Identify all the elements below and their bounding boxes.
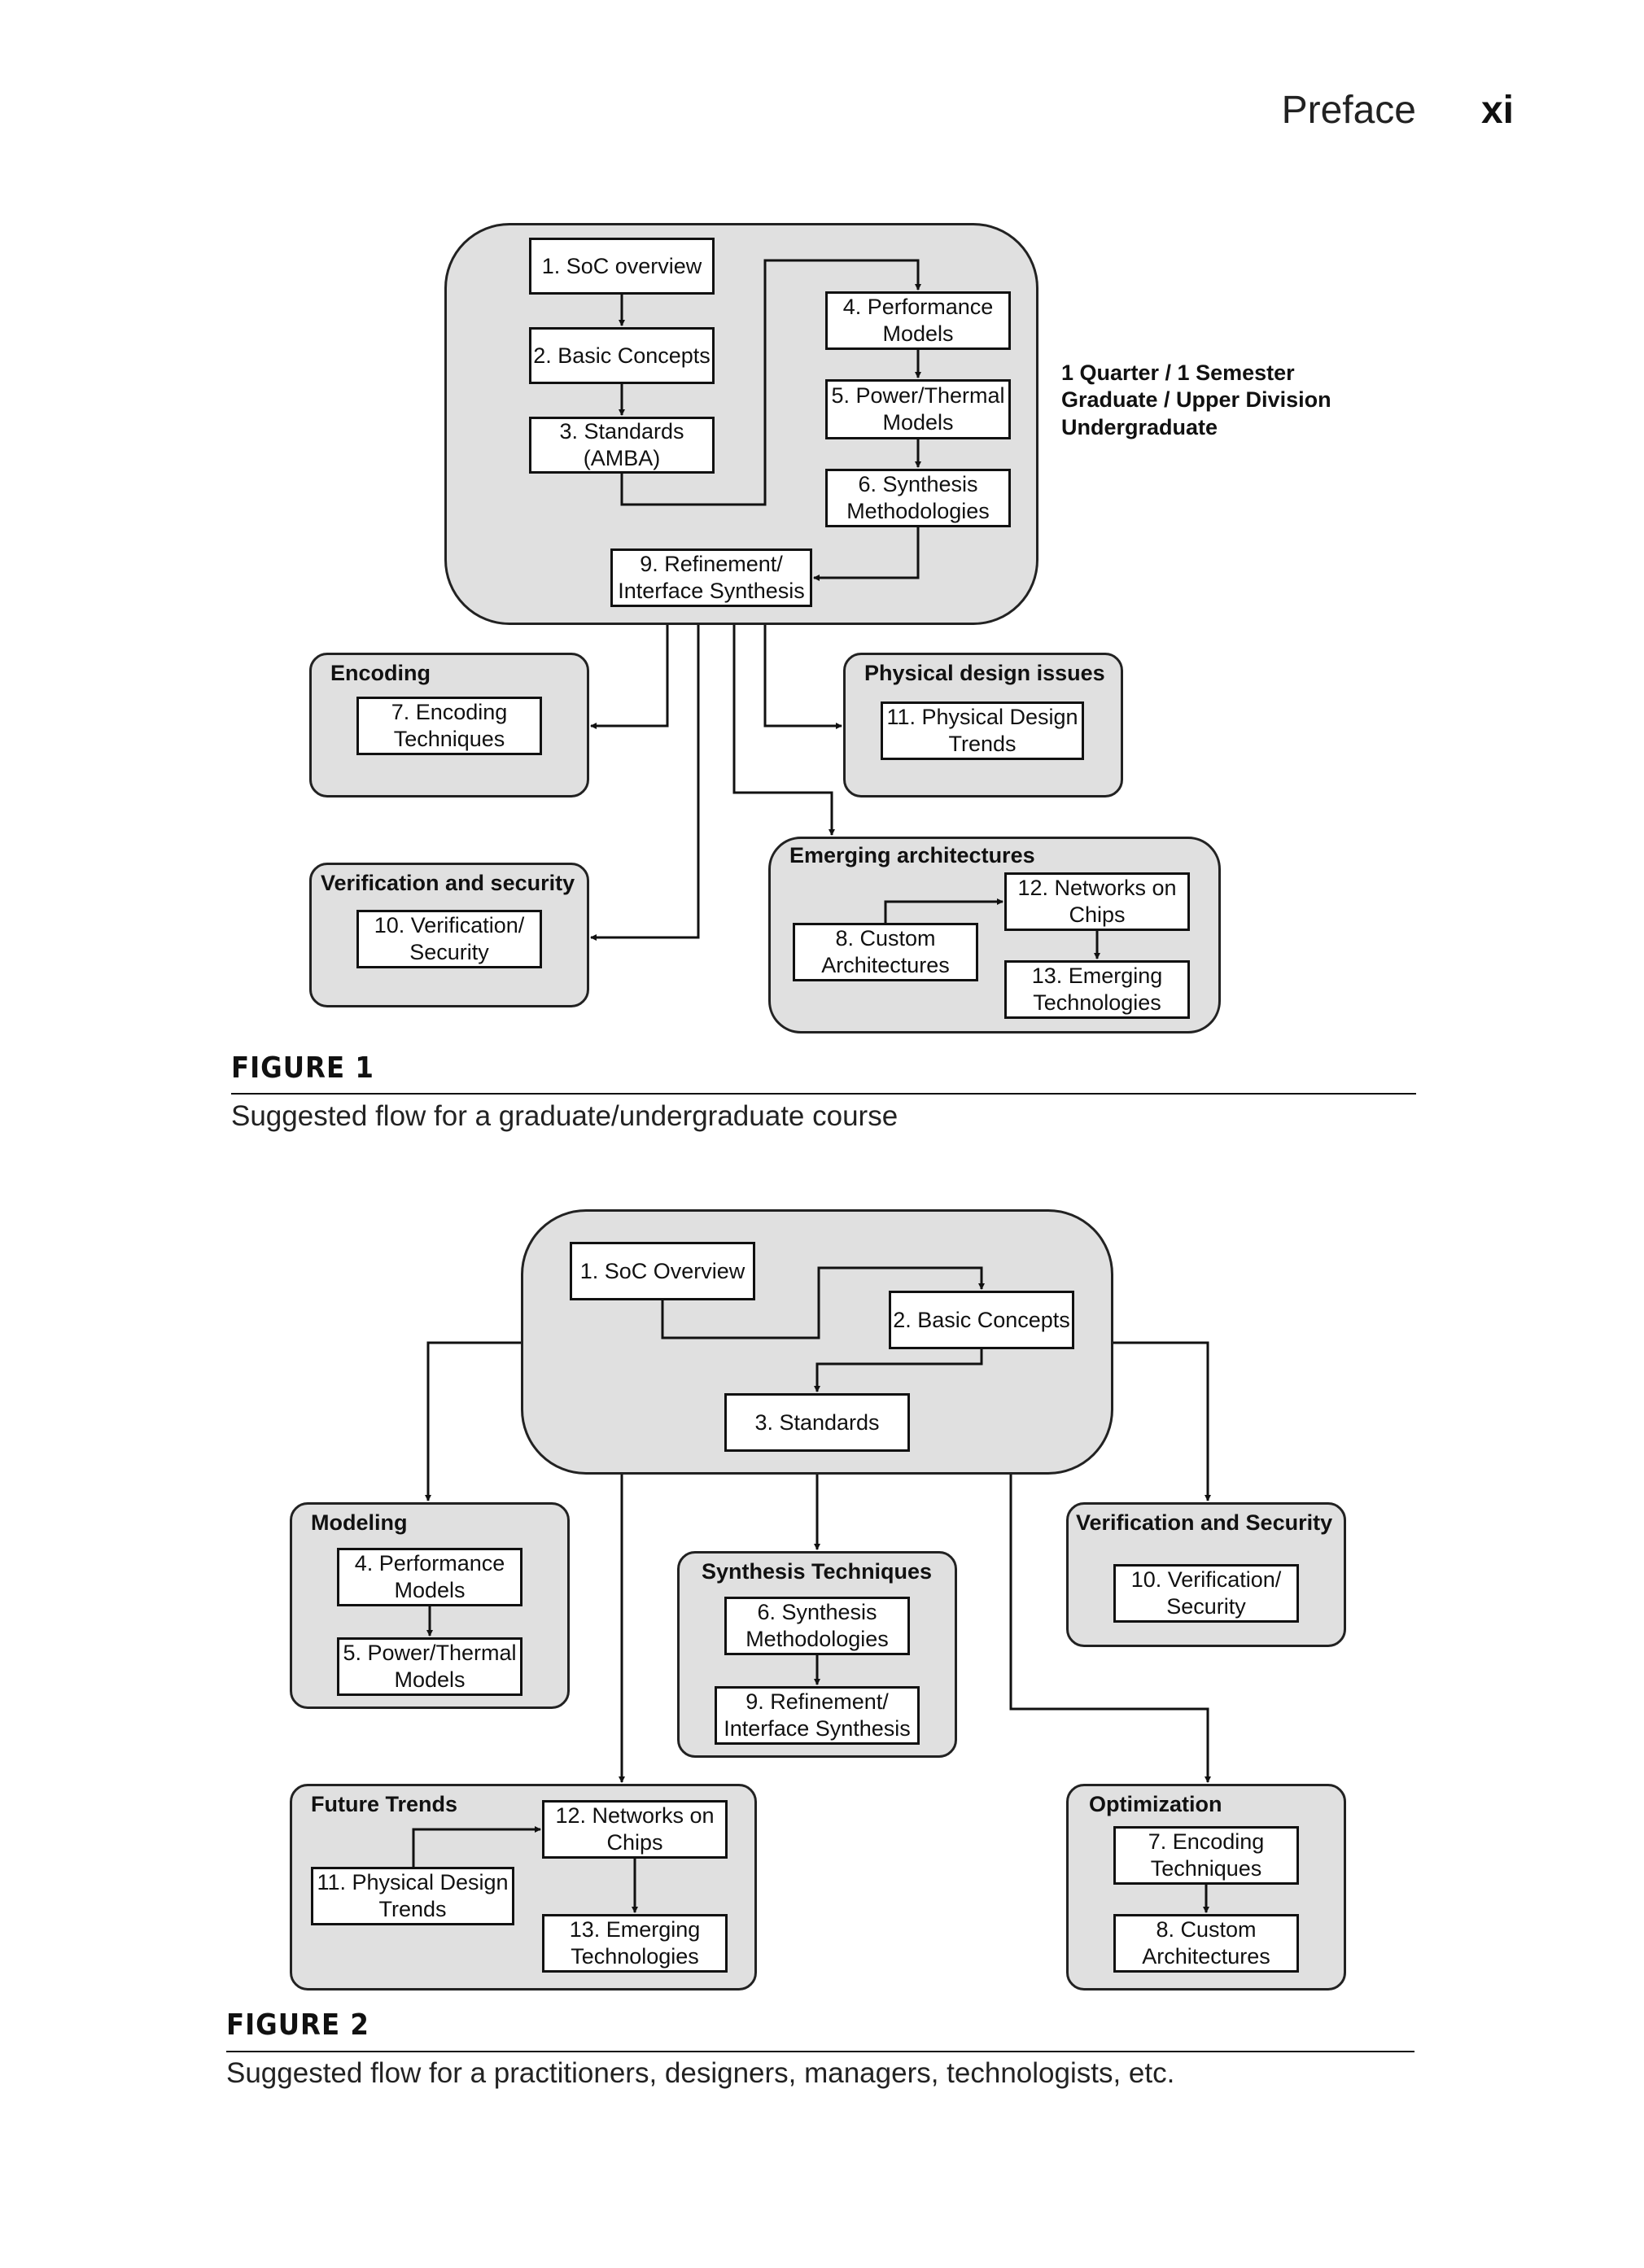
course-duration-note: 1 Quarter / 1 Semester Graduate / Upper … xyxy=(1061,361,1331,439)
box-performance-models: 4. Performance Models xyxy=(825,291,1011,350)
box-encoding-techniques: 7. Encoding Techniques xyxy=(1113,1826,1299,1885)
box-synthesis-methodologies: 6. Synthesis Methodologies xyxy=(825,469,1011,527)
box-power-thermal-models: 5. Power/Thermal Models xyxy=(825,379,1011,439)
box-basic-concepts: 2. Basic Concepts xyxy=(529,327,715,384)
physical-design-group-title: Physical design issues xyxy=(864,661,1105,685)
arrow-to-encoding xyxy=(590,625,669,729)
box-networks-on-chips: 12. Networks on Chips xyxy=(1004,872,1190,931)
box-synthesis-methodologies: 6. Synthesis Methodologies xyxy=(724,1597,910,1655)
optimization-group-title: Optimization xyxy=(1089,1792,1222,1816)
arrow-to-emerging xyxy=(732,625,835,836)
synthesis-techniques-group-title: Synthesis Techniques xyxy=(702,1559,933,1584)
figure-2-label: FIGURE 2 xyxy=(226,2008,369,2042)
box-verification-security: 10. Verification/ Security xyxy=(1113,1564,1299,1623)
arrow-to-verification-security xyxy=(1113,1341,1211,1501)
box-verification-security: 10. Verification/ Security xyxy=(356,910,542,968)
page-number: xi xyxy=(1480,89,1514,132)
box-networks-on-chips: 12. Networks on Chips xyxy=(542,1800,728,1859)
modeling-group-title: Modeling xyxy=(311,1510,408,1535)
verification-security-group-title: Verification and Security xyxy=(1076,1510,1333,1535)
figure-1-caption: Suggested flow for a graduate/undergradu… xyxy=(231,1100,899,1132)
box-standards: 3. Standards (AMBA) xyxy=(529,417,715,474)
emerging-architectures-group-title: Emerging architectures xyxy=(789,843,1035,867)
arrow-to-physical xyxy=(763,625,842,729)
box-performance-models: 4. Performance Models xyxy=(337,1548,522,1606)
box-encoding-techniques: 7. Encoding Techniques xyxy=(356,697,542,755)
box-custom-architectures: 8. Custom Architectures xyxy=(1113,1914,1299,1973)
box-standards: 3. Standards xyxy=(724,1393,910,1452)
figure-1-rule xyxy=(231,1093,1416,1095)
box-power-thermal-models: 5. Power/Thermal Models xyxy=(337,1637,522,1696)
box-custom-architectures: 8. Custom Architectures xyxy=(793,923,978,981)
encoding-group-title: Encoding xyxy=(330,661,431,685)
running-header-title: Preface xyxy=(1281,89,1416,132)
box-soc-overview: 1. SoC Overview xyxy=(570,1242,755,1300)
figure-1-label: FIGURE 1 xyxy=(231,1051,374,1085)
box-physical-design-trends: 11. Physical Design Trends xyxy=(311,1867,514,1925)
box-refinement-interface-synthesis: 9. Refinement/ Interface Synthesis xyxy=(715,1686,920,1745)
box-basic-concepts: 2. Basic Concepts xyxy=(889,1291,1074,1349)
arrow-to-verification xyxy=(590,625,700,941)
future-trends-group-title: Future Trends xyxy=(311,1792,458,1816)
box-emerging-technologies: 13. Emerging Technologies xyxy=(542,1914,728,1973)
box-physical-design-trends: 11. Physical Design Trends xyxy=(881,701,1084,760)
box-refinement-interface-synthesis: 9. Refinement/ Interface Synthesis xyxy=(610,548,812,607)
verification-group-title: Verification and security xyxy=(321,871,575,895)
box-emerging-technologies: 13. Emerging Technologies xyxy=(1004,960,1190,1019)
arrow-to-modeling xyxy=(425,1341,521,1501)
figure-2-rule xyxy=(226,2051,1414,2052)
figure-2-caption: Suggested flow for a practitioners, desi… xyxy=(226,2057,1175,2089)
box-soc-overview: 1. SoC overview xyxy=(529,238,715,295)
